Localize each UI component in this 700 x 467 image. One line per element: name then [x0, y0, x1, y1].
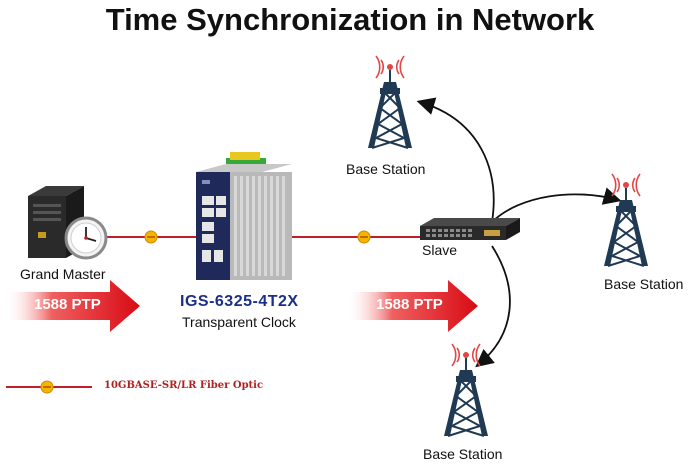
switch-model-label: IGS-6325-4T2X [180, 293, 299, 310]
base-station-tower-icon [367, 55, 413, 149]
base-station-tower-icon [603, 173, 649, 267]
ptp-label-right: 1588 PTP [376, 296, 443, 313]
diagram-title: Time Synchronization in Network [105, 2, 595, 37]
sync-arrow-top [416, 97, 495, 223]
sync-arrow-bottom [475, 245, 511, 368]
base-station-bottom-label: Base Station [423, 446, 503, 462]
base-station-top-label: Base Station [346, 161, 426, 177]
ptp-arrow-right [346, 280, 478, 332]
legend-badge-icon [40, 380, 54, 394]
ptp-label-left: 1588 PTP [34, 296, 101, 313]
igs-switch-icon [196, 152, 292, 280]
slave-switch-icon [420, 218, 520, 240]
fiber-badge-icon [357, 230, 371, 244]
base-station-right-label: Base Station [604, 276, 684, 292]
slave-label: Slave [422, 242, 458, 258]
sync-arrow-right [491, 187, 622, 223]
grand-master-label: Grand Master [20, 266, 106, 282]
fiber-badge-icon [144, 230, 158, 244]
switch-role-label: Transparent Clock [182, 314, 296, 330]
ptp-arrow-left [4, 280, 140, 332]
clock-icon [64, 216, 108, 260]
legend-label: 10GBASE-SR/LR Fiber Optic [104, 380, 264, 391]
base-station-tower-icon [443, 343, 489, 437]
